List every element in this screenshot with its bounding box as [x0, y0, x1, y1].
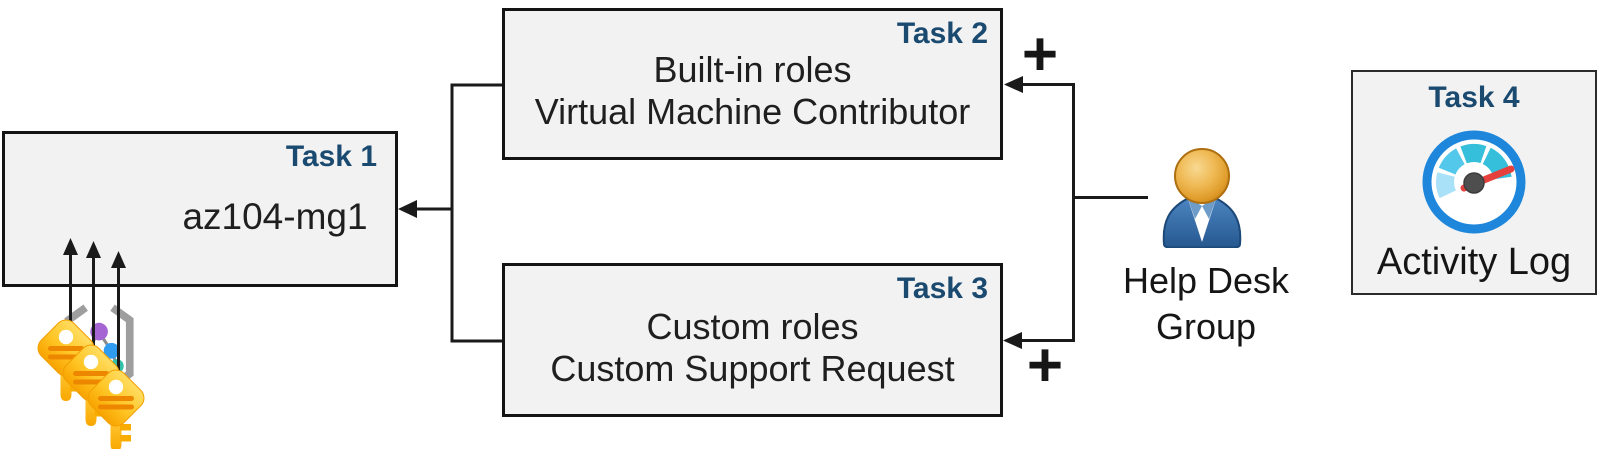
person-icon	[1162, 148, 1242, 248]
gauge-icon	[1422, 130, 1526, 234]
task2-box: Task 2 Built-in roles Virtual Machine Co…	[502, 8, 1003, 160]
plus-icon-task3: +	[1026, 331, 1064, 400]
task3-label: Task 3	[896, 272, 988, 305]
task4-label: Task 4	[1428, 81, 1520, 114]
task4-box: Task 4 Activity Log	[1351, 70, 1597, 295]
task3-box: Task 3 Custom roles Custom Support Reque…	[502, 263, 1003, 417]
keys-icon	[32, 314, 150, 449]
left-bracket-connector	[450, 83, 502, 343]
management-group-name: az104-mg1	[182, 196, 368, 237]
task4-caption: Activity Log	[1376, 241, 1572, 283]
arrowhead-task1	[398, 200, 417, 218]
task2-line1: Built-in roles	[653, 49, 852, 90]
helpdesk-label-line2: Group	[1155, 306, 1257, 347]
task1-box: Task 1 az104-mg1	[2, 131, 398, 390]
task3-line2: Custom Support Request	[550, 348, 955, 389]
plus-icon-task2: +	[1021, 20, 1059, 89]
task2-label: Task 2	[896, 17, 988, 50]
task1-label: Task 1	[285, 140, 377, 173]
task3-line1: Custom roles	[646, 306, 859, 347]
gauge-hub	[1463, 172, 1485, 194]
helpdesk-label-line1: Help Desk	[1122, 260, 1290, 301]
task2-line2: Virtual Machine Contributor	[534, 91, 971, 132]
person-head	[1174, 148, 1230, 204]
helpdesk-group-label: Help Desk Group	[1086, 258, 1326, 350]
right-bracket-connector	[1021, 83, 1075, 342]
